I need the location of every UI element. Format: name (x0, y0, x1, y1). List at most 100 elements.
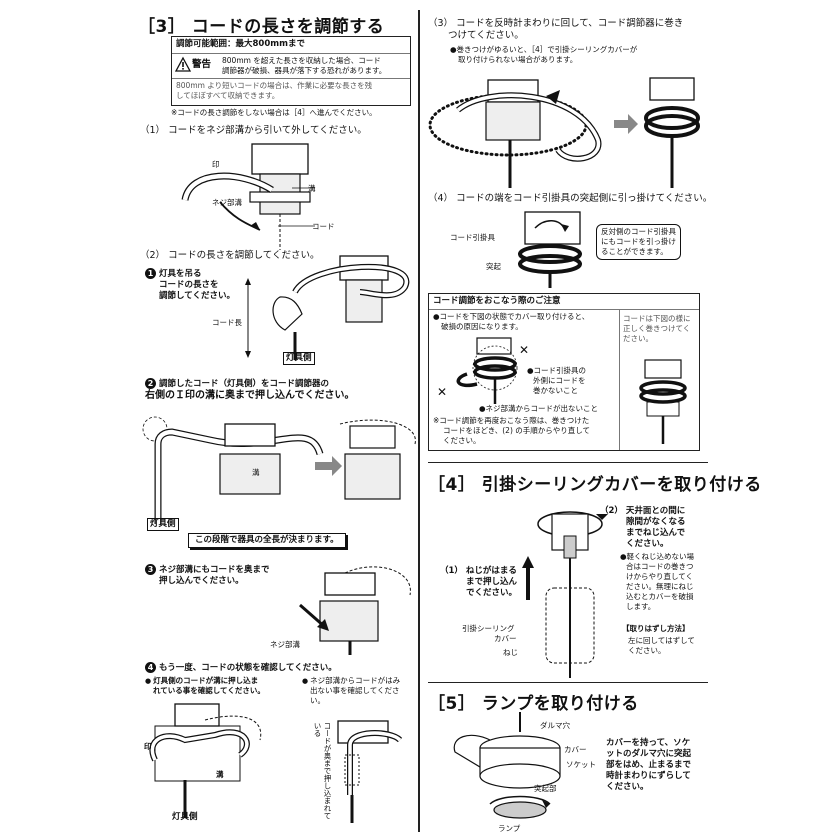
step2-sub2-illustration (142, 416, 416, 524)
step3-note-1: ●巻きつけがゆるいと、［4］で引掛シーリングカバーが (450, 45, 638, 54)
sub4-number: 4 (145, 662, 156, 673)
column-divider (418, 10, 420, 832)
sub2-line-2: 右側の (145, 390, 175, 401)
cover-label-1: 引掛シーリング (462, 624, 515, 633)
hook-callout: 反対側のコード引掛具 にもコードを引っ掛け ることができます。 (596, 224, 681, 260)
lamp-side-label: 灯具側 (283, 352, 315, 365)
section5-illustration (453, 712, 561, 819)
step2-sub1-illustration (245, 255, 410, 360)
s5-line-4: 時計まわりにずらして (606, 771, 691, 781)
x1-line-1: ●コード引掛具の (527, 366, 587, 375)
sub3-number: 3 (145, 564, 156, 575)
groove-label: 溝 (308, 184, 316, 193)
socket-label: ソケット (566, 760, 596, 769)
s4-step2-line-1: （2） 天井面との間に (600, 506, 686, 516)
caution-right-2: 正しく巻きつけてく (623, 324, 691, 333)
check1-text: 灯具側のコードが溝に押し込ま れている事を確認してください。 (145, 676, 265, 696)
section4-top-rule (428, 462, 708, 463)
warning-text-2: 調節器が破損、器具が落下する恐れがあります。 (222, 66, 387, 75)
caution-wrong-illustration: ✕ ✕ (437, 337, 529, 404)
section5-top-rule (428, 682, 708, 683)
sub1-line-3: 調節してください。 (159, 291, 235, 301)
check1-line-2: れている事を確認してください。 (153, 686, 265, 695)
x1-line-3: 巻かないこと (533, 386, 578, 395)
s5-text: カバーを持って、ソケ ットのダルマ穴に突起 部をはめ、止まるまで 時計まわりにず… (606, 738, 691, 793)
s4-note-line-1: ●軽くねじ込めない場 (620, 552, 695, 561)
step2-sub3-illustration (299, 566, 411, 655)
step2-heading: （2） コードの長さを調節してください。 (140, 250, 320, 261)
section4-illustration (522, 511, 608, 678)
length-note-1: 800mm より短いコードの場合は、作業に必要な長さを残 (176, 81, 373, 90)
step2-sub4-illustration-right (337, 720, 403, 823)
step2-sub4-illustration-left (149, 703, 262, 818)
mark-label-2: 印 (144, 742, 152, 751)
warning-label: 警告 (192, 59, 212, 70)
sub2-number: 2 (145, 378, 156, 389)
sub2-line-1: 調節したコード（灯具側）をコード調節器の (159, 379, 330, 389)
section3-title: ［3］ コードの長さを調節する (138, 17, 385, 37)
groove-label-3: 溝 (216, 770, 224, 779)
s4-note-line-2: 合はコードの巻きつ (626, 562, 694, 571)
caution-line-2: 破損の原因になります。 (441, 322, 523, 331)
remove-title: 【取りはずし方法】 (622, 624, 690, 633)
caution-vdivider (619, 309, 620, 450)
ibeam-mark-icon: Ｉ (175, 390, 185, 401)
s5-line-3: 部をはめ、止まるまで (606, 760, 692, 770)
sub3-line-1: ネジ部溝にもコードを奥まで (159, 565, 270, 575)
section4-title: ［4］ 引掛シーリングカバーを取り付ける (428, 475, 762, 495)
s4-note-line-6: します。 (626, 602, 656, 611)
caution-title: コード調節をおこなう際のご注意 (433, 296, 561, 306)
bump-part-label: 突起部 (534, 784, 557, 793)
check2-text: ネジ部溝からコードがはみ 出ない事を確認してくださ い。 (302, 676, 400, 706)
x2-text: ●ネジ部溝からコードが出ないこと (479, 404, 599, 413)
section5-title: ［5］ ランプを取り付ける (428, 694, 639, 714)
s4-note-line-5: 込むとカバーを破損 (626, 592, 694, 601)
check2-line-2: 出ない事を確認してくださ (310, 686, 400, 695)
svg-text:✕: ✕ (437, 385, 447, 399)
svg-text:✕: ✕ (519, 343, 529, 357)
length-fixed-banner: この段階で器具の全長が決まります。 (188, 533, 346, 548)
skip-note: ※コードの長さ調節をしない場合は［4］へ進んでください。 (171, 108, 377, 117)
caution-note-3: ください。 (443, 436, 481, 445)
screw-groove-label-2: ネジ部溝 (270, 640, 300, 649)
s5-line-2: ットのダルマ穴に突起 (606, 749, 692, 759)
cover-label-2: カバー (494, 634, 517, 643)
sub1-number: 1 (145, 268, 156, 279)
caution-divider (429, 309, 699, 310)
warning-text-1: 800mm を超えた長さを収納した場合、コード (222, 56, 381, 65)
s4-step2-line-2: 隙間がなくなる (626, 517, 686, 527)
box-divider-2 (172, 78, 410, 79)
check2-line-3: い。 (310, 696, 325, 705)
lamp-label: ランプ (498, 824, 521, 833)
s4-step1-line-3: でください。 (466, 588, 518, 598)
groove-label-2: 溝 (252, 468, 260, 477)
check2-line-1: ネジ部溝からコードがはみ (302, 676, 400, 686)
cover-label: カバー (564, 745, 587, 754)
callout-line-3: ることができます。 (601, 247, 668, 256)
cord-length-label: コード長 (212, 318, 242, 327)
range-warning-box: 調節可能範囲：最大800mmまで 警告 800mm を超えた長さを収納した場合、… (171, 36, 411, 106)
lamp-side-label-3: 灯具側 (172, 812, 198, 822)
caution-line-1: ●コードを下図の状態でカバー取り付けると、 (433, 312, 590, 321)
remove-line-1: 左に回してはずして (628, 636, 695, 645)
caution-right-illustration (639, 359, 687, 444)
box-divider-1 (172, 53, 410, 54)
x1-line-2: 外側にコードを (533, 376, 586, 385)
callout-line-1: 反対側のコード引掛具 (601, 227, 676, 236)
screw-label: ねじ (503, 648, 518, 657)
s4-step2-text: （2） 天井面との間に 隙間がなくなる までねじ込んで ください。 (600, 506, 686, 550)
step4-heading: （4） コードの端をコード引掛具の突起側に引っ掛けてください。 (428, 193, 713, 204)
s4-note: ●軽くねじ込めない場 合はコードの巻きつ けからやり直してく ださい。無理にねじ… (620, 552, 694, 612)
caution-note-2: コードをほどき、(2) の手順からやり直して (443, 426, 591, 435)
s4-step1-line-1: （1） ねじがはまる (440, 566, 517, 576)
caution-right-1: コードは下図の様に (623, 314, 691, 323)
step1-heading: （1） コードをネジ部溝から引いて外してください。 (140, 125, 367, 136)
bump-label: 突起 (486, 262, 501, 271)
callout-line-2: にもコードを引っ掛け (601, 237, 676, 246)
step1-illustration (181, 143, 315, 250)
step3-heading-1: （3） コードを反時計まわりに回して、コード調節器に巻き (428, 18, 684, 29)
step4-illustration (518, 211, 582, 288)
